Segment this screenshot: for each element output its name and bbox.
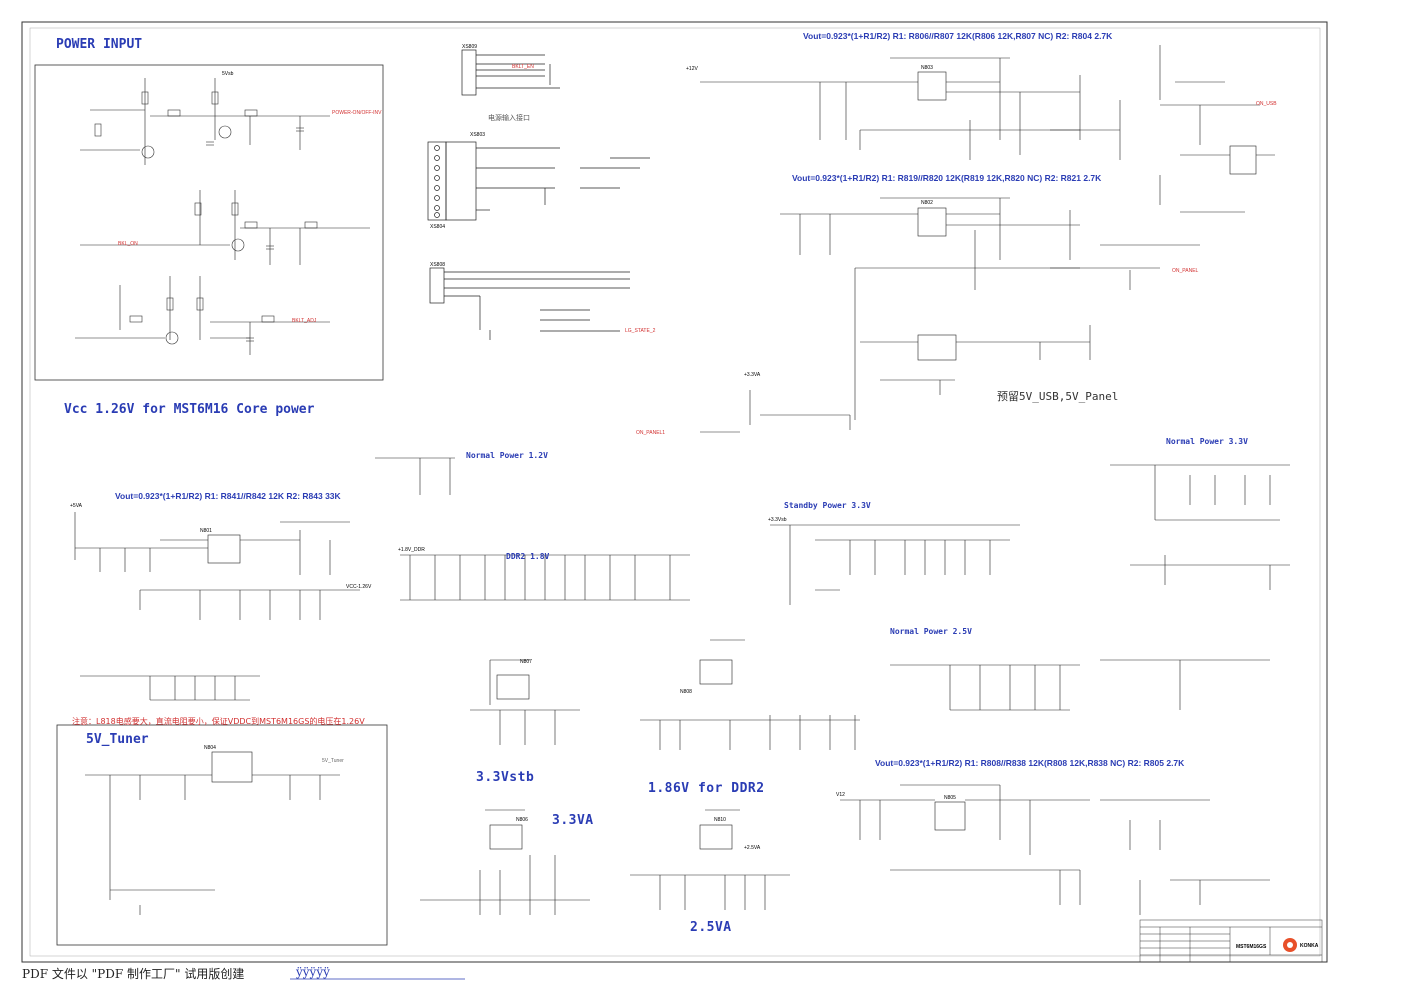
brand-name: KONKA: [1300, 943, 1319, 949]
net-lg-state-2: LG_STATE_2: [625, 328, 656, 334]
rail-vcc-126: VCC-1.26V: [346, 584, 372, 590]
net-bkl-on: BKL_ON: [118, 241, 138, 247]
rail-2v5a: +2.5VA: [744, 845, 761, 851]
net-on-panel1: ON_PANEL1: [636, 430, 666, 436]
standby-3v3-caps: [770, 524, 1020, 605]
ldo-3v3a: [420, 809, 590, 915]
vout-equation-bottom: Vout=0.923*(1+R1/R2) R1: R808//R838 12K(…: [875, 758, 1185, 768]
rail-5vsb: 5Vsb: [222, 71, 234, 77]
vout-equation-core: Vout=0.923*(1+R1/R2) R1: R841//R842 12K …: [115, 491, 341, 501]
ldo-2v5a: [630, 809, 790, 910]
ldo-3v3stb: [470, 659, 580, 745]
ddr2-caps: [400, 554, 690, 601]
net-on-panel: ON_PANEL: [1172, 268, 1199, 274]
vout-equation-top: Vout=0.923*(1+R1/R2) R1: R806//R807 12K(…: [803, 31, 1113, 41]
regulator-ref-n807: N807: [520, 659, 532, 665]
rail-v12: V12: [836, 792, 845, 798]
regulator-ref-n808: N808: [680, 689, 692, 695]
power-input-parts: [94, 91, 318, 345]
normal-2v5-caps: [890, 664, 1080, 711]
sheet-inner-border: [29, 27, 1321, 957]
pdf-footer-text: PDF 文件以 "PDF 制作工厂" 试用版创建: [22, 967, 245, 981]
power-input-wiring: [75, 78, 370, 355]
net-on-usb: ON_USB: [1256, 101, 1277, 107]
connector-ref-xs804: XS804: [430, 224, 446, 230]
connector-xs808: [429, 267, 630, 340]
regulator-ref-n804: N804: [204, 745, 216, 751]
vddc-filter: [80, 675, 260, 701]
rail-3v3sb: +3.3Vsb: [768, 517, 787, 523]
tuner-regulator: [85, 751, 340, 915]
normal-3v3-caps: [1110, 464, 1290, 521]
inductor-warning: 注意：L818电感要大，直流电阻要小，保证VDDC到MST6M16GS的电压在1…: [72, 717, 365, 726]
buck-regulator-bottom: [840, 784, 1270, 915]
connector-xs803: [427, 141, 650, 221]
regulator-ref-n806: N806: [516, 817, 528, 823]
regulator-ref-n803: N803: [921, 65, 933, 71]
regulator-ref-n802: N802: [921, 200, 933, 206]
konka-logo-icon: [1283, 938, 1297, 952]
ddr2-1v86-title: 1.86V for DDR2: [648, 781, 765, 796]
power-input-title: POWER INPUT: [56, 37, 143, 52]
rail-12v: +12V: [686, 66, 698, 72]
connector-ref-xs808: XS808: [430, 262, 446, 268]
rail-5va: +5VA: [70, 503, 82, 509]
rail-3v3a: +3.3VA: [744, 372, 761, 378]
connector-ref-xs809: XS809: [462, 44, 478, 50]
connector-ref-xs803: XS803: [470, 132, 486, 138]
va-2v5-title: 2.5VA: [690, 920, 732, 935]
pdf-footer-link[interactable]: ÿÿÿÿÿ: [296, 965, 330, 979]
buck-regulator-top: [700, 57, 1121, 160]
ldo-1v86: [640, 639, 860, 750]
regulator-ref-n801: N801: [200, 528, 212, 534]
panel-switch: [700, 325, 1091, 433]
net-5v-tuner: 5V_Tuner: [322, 758, 344, 764]
power-input-frame: [34, 64, 384, 381]
normal-3v3-title: Normal Power 3.3V: [1166, 437, 1248, 446]
usb-switch: [1159, 45, 1275, 213]
ddr2-title: DDR2 1.8V: [506, 552, 550, 561]
net-power-on-off-inv: POWER-ON/OFF-INV: [332, 110, 382, 116]
title-block: [1139, 919, 1323, 963]
normal-2v5-title: Normal Power 2.5V: [890, 627, 972, 636]
vcc-core-title: Vcc 1.26V for MST6M16 Core power: [64, 402, 315, 417]
va-3v3-title: 3.3VA: [552, 813, 594, 828]
vstb-3v3-title: 3.3Vstb: [476, 770, 535, 785]
net-bklt-adj: BKLT_ADJ: [292, 318, 317, 324]
standby-3v3-title: Standby Power 3.3V: [784, 501, 871, 510]
vout-equation-mid: Vout=0.923*(1+R1/R2) R1: R819//R820 12K(…: [792, 173, 1102, 183]
sheet-border: [21, 21, 1328, 963]
regulator-ref-n810: N810: [714, 817, 726, 823]
rail-18v-ddr: +1.8V_DDR: [398, 547, 425, 553]
buck-regulator-mid: [780, 197, 1200, 420]
normal-1v2-title: Normal Power 1.2V: [466, 451, 548, 460]
connector-xs809: [461, 49, 560, 96]
tuner-frame: [56, 724, 388, 946]
board-name: MST6M16GS: [1236, 944, 1267, 950]
normal-1v2-caps: [375, 457, 455, 495]
core-regulator: [74, 512, 360, 620]
tuner-title: 5V_Tuner: [86, 732, 149, 747]
power-interface-label: 电源输入接口: [488, 114, 530, 122]
net-bklt-en: BKLT_EN: [512, 64, 534, 70]
reserve-5v-note: 预留5V_USB,5V_Panel: [997, 390, 1119, 403]
ddr-2v5-right: [1100, 555, 1290, 710]
regulator-ref-n805: N805: [944, 795, 956, 801]
